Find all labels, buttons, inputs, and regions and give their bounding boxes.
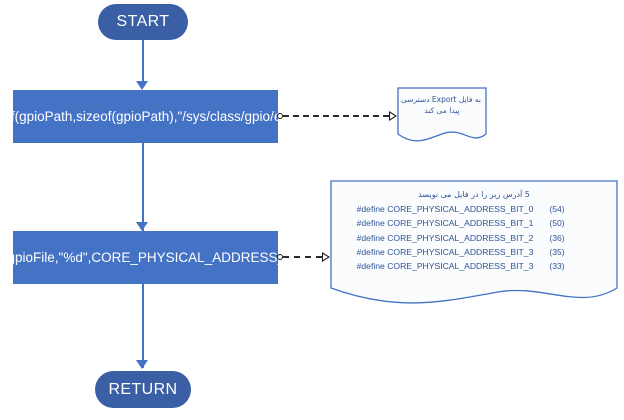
- process-box-dprintf[interactable]: dprintf(gpioFile,"%d",CORE_PHYSICAL_ADDR…: [0, 231, 326, 284]
- connector-start-to-process1-arrowhead: [136, 81, 148, 90]
- connector-process1-to-note1-origin-dot: [277, 113, 283, 119]
- define-row: #define CORE_PHYSICAL_ADDRESS_BIT_3 (35): [340, 245, 608, 259]
- note-export-access: به فایل Export دسترسی پیدا می کند: [397, 87, 487, 145]
- process-box-snprintf-label: snprintf(gpioPath,sizeof(gpioPath),"/sys…: [0, 108, 321, 124]
- define-value: (35): [549, 246, 565, 257]
- define-value: (36): [549, 232, 565, 243]
- define-value: (54): [549, 204, 565, 215]
- connector-process2-to-note2-line: [283, 256, 322, 258]
- connector-process2-to-note2-arrowhead-inner: [323, 254, 328, 260]
- define-list: #define CORE_PHYSICAL_ADDRESS_BIT_0 (54)…: [340, 202, 608, 273]
- note-export-access-line-1: به فایل Export دسترسی: [400, 95, 481, 104]
- connector-process2-to-return-arrowhead: [136, 360, 148, 369]
- start-terminal-label: START: [116, 13, 170, 30]
- note-address-defines-shape: [330, 180, 618, 304]
- connector-process1-to-process2-line: [142, 143, 144, 231]
- define-name: #define CORE_PHYSICAL_ADDRESS_BIT_0: [356, 204, 534, 215]
- define-name: #define CORE_PHYSICAL_ADDRESS_BIT_1: [356, 218, 534, 229]
- connector-process1-to-note1-line: [283, 115, 389, 117]
- define-name: #define CORE_PHYSICAL_ADDRESS_BIT_3: [356, 246, 534, 257]
- define-value: (33): [549, 260, 565, 271]
- return-terminal[interactable]: RETURN: [95, 371, 191, 408]
- connector-start-to-process1-line: [142, 40, 144, 82]
- define-row: #define CORE_PHYSICAL_ADDRESS_BIT_1 (50): [340, 216, 608, 230]
- define-row: #define CORE_PHYSICAL_ADDRESS_BIT_0 (54): [340, 202, 608, 216]
- connector-process1-to-note1-arrowhead-inner: [390, 113, 395, 119]
- connector-process2-to-note2-origin-dot: [277, 254, 283, 260]
- note-export-access-outline: [397, 87, 487, 142]
- note-export-access-line-2: پیدا می کند: [424, 106, 460, 116]
- define-row: #define CORE_PHYSICAL_ADDRESS_BIT_2 (36): [340, 231, 608, 245]
- return-terminal-label: RETURN: [108, 380, 178, 398]
- define-name: #define CORE_PHYSICAL_ADDRESS_BIT_3: [356, 260, 534, 271]
- note-export-access-text: به فایل Export دسترسی پیدا می کند: [397, 87, 487, 117]
- connector-process2-to-return-line: [142, 284, 144, 368]
- connector-process1-to-process2-arrowhead: [136, 222, 148, 231]
- note-address-defines: 5 آدرس زیر را در فایل می نویسد #define C…: [330, 180, 618, 308]
- define-value: (50): [549, 218, 565, 229]
- note-address-defines-title: 5 آدرس زیر را در فایل می نویسد: [418, 190, 530, 199]
- note-address-defines-outline: [330, 180, 618, 304]
- process-box-dprintf-label: dprintf(gpioFile,"%d",CORE_PHYSICAL_ADDR…: [0, 249, 326, 265]
- connector-process2-to-note2-arrowhead: [322, 252, 330, 262]
- note-address-defines-text: 5 آدرس زیر را در فایل می نویسد #define C…: [330, 180, 618, 273]
- define-row: #define CORE_PHYSICAL_ADDRESS_BIT_3 (33): [340, 259, 608, 273]
- note-export-access-shape: [397, 87, 487, 142]
- start-terminal[interactable]: START: [98, 4, 188, 40]
- define-name: #define CORE_PHYSICAL_ADDRESS_BIT_2: [356, 232, 534, 243]
- connector-process1-to-note1-arrowhead: [389, 111, 397, 121]
- process-box-snprintf[interactable]: snprintf(gpioPath,sizeof(gpioPath),"/sys…: [0, 90, 321, 143]
